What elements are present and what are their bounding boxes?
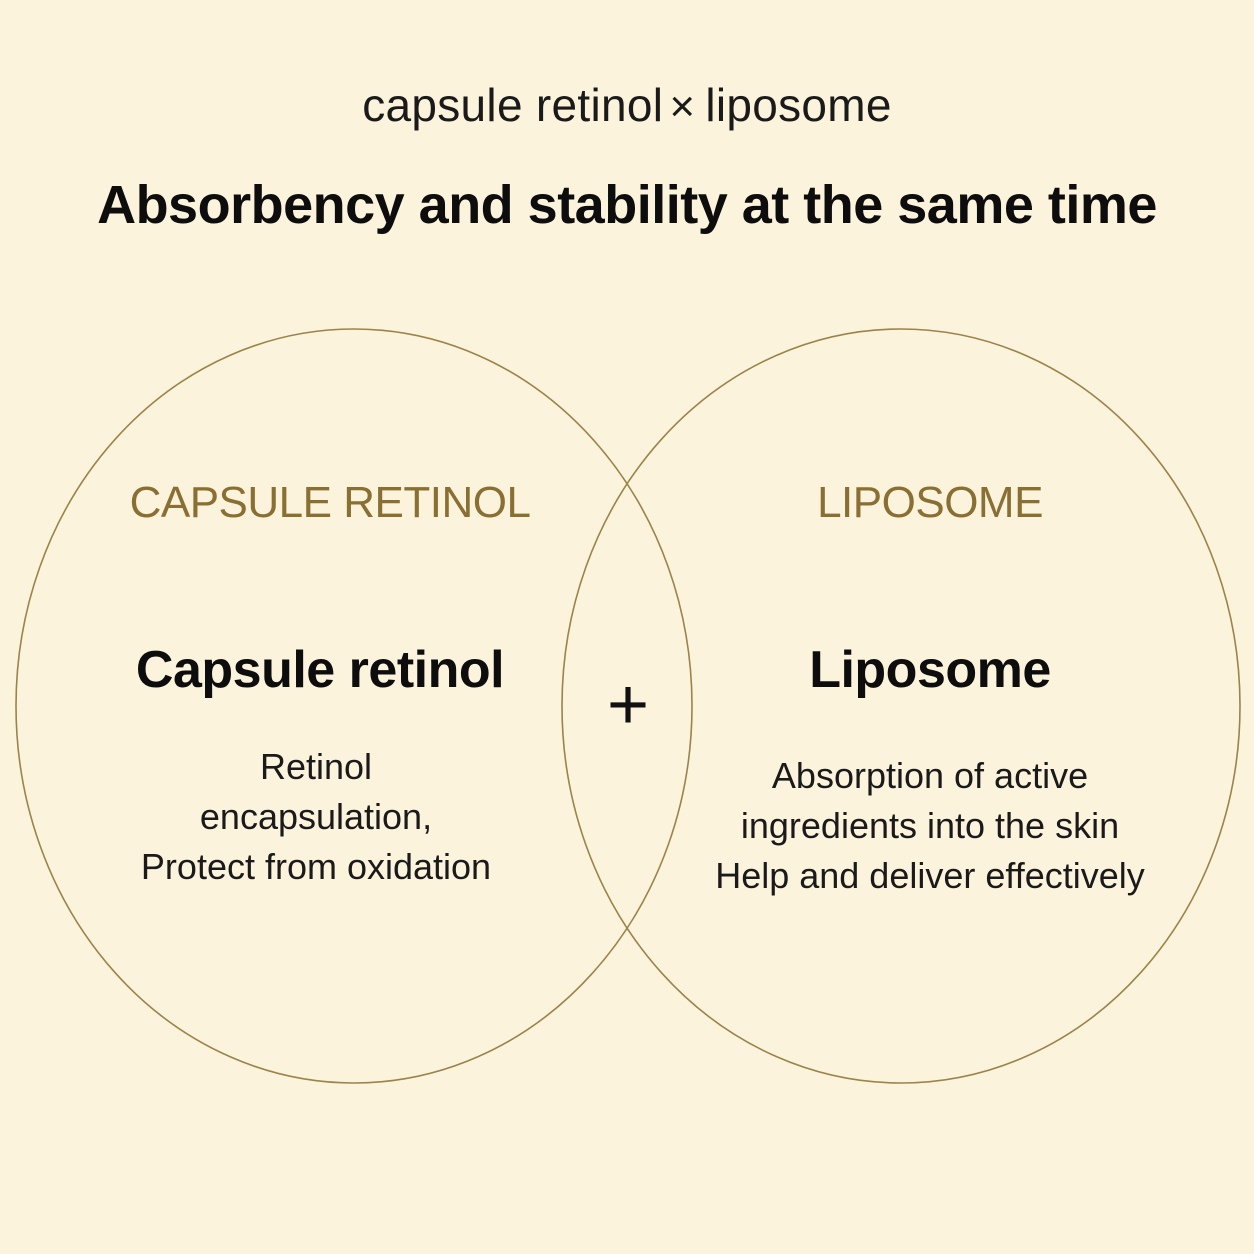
left-circle-label: CAPSULE RETINOL: [129, 478, 531, 527]
right-description-line: ingredients into the skin: [740, 805, 1120, 846]
right-circle-title: Liposome: [809, 641, 1051, 699]
left-description-line: Protect from oxidation: [140, 846, 492, 887]
multiply-icon: ×: [669, 82, 696, 131]
left-circle: [15, 328, 693, 1084]
subtitle-left-text: capsule retinol: [362, 79, 664, 131]
plus-icon: +: [606, 665, 650, 745]
right-circle: [561, 328, 1241, 1084]
subtitle: capsule retinol×liposome: [0, 78, 1254, 132]
right-circle-description: Absorption of active ingredients into th…: [700, 751, 1160, 901]
left-description-line: Retinol: [259, 746, 373, 787]
left-description-line: encapsulation,: [199, 796, 433, 837]
left-circle-description: Retinol encapsulation, Protect from oxid…: [106, 742, 526, 892]
right-description-line: Help and deliver effectively: [715, 855, 1145, 896]
right-circle-label: LIPOSOME: [817, 478, 1043, 527]
subtitle-right-text: liposome: [705, 79, 892, 131]
right-description-line: Absorption of active: [771, 755, 1089, 796]
left-circle-title: Capsule retinol: [135, 641, 505, 699]
headline: Absorbency and stability at the same tim…: [97, 175, 1157, 235]
